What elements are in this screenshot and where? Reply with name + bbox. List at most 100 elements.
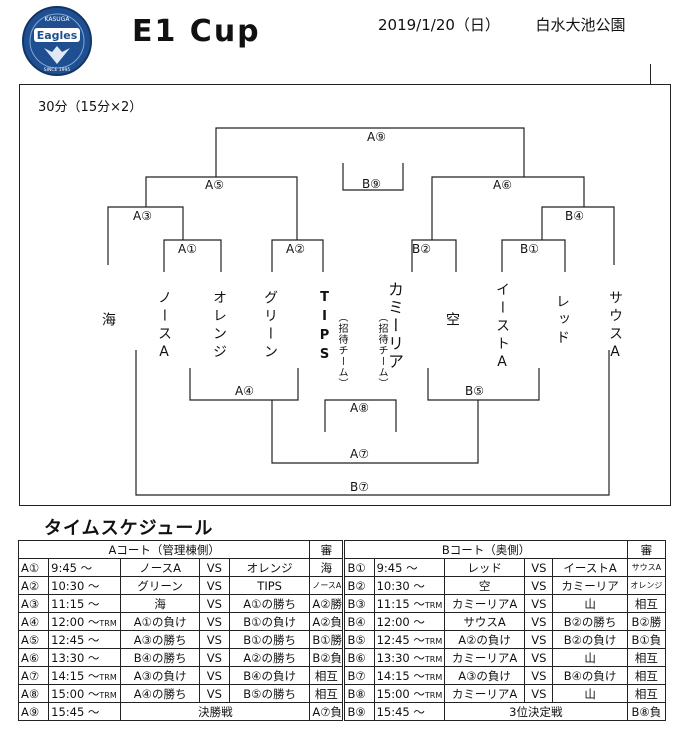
team-1: A①の負け — [120, 612, 200, 631]
team-tips: TIPS — [317, 290, 332, 366]
team-1: ノースA — [120, 558, 200, 577]
referee: 相互 — [626, 648, 667, 667]
match-id: A⑥ — [17, 648, 50, 667]
match-time: 12:00 〜TRM — [48, 612, 122, 631]
vs-label: VS — [524, 576, 554, 595]
bracket-label-b9: B⑨ — [362, 177, 381, 191]
time-value: 14:15 〜 — [51, 668, 100, 683]
time-value: 15:00 〜 — [51, 686, 100, 701]
svg-text:KASUGA: KASUGA — [45, 16, 71, 23]
referee: オレンジ — [626, 576, 667, 595]
match-time: 14:15 〜TRM — [373, 666, 445, 685]
court-b-header: Bコート（奥側） — [342, 540, 628, 559]
team-2: A②の勝ち — [228, 648, 311, 667]
match-time: 9:45 〜 — [48, 558, 122, 577]
match-time: 15:00 〜TRM — [48, 684, 122, 703]
time-value: 9:45 〜 — [376, 560, 418, 575]
time-value: 9:45 〜 — [51, 560, 93, 575]
referee: B①負 — [626, 630, 667, 649]
team-2: カミーリア — [552, 576, 628, 595]
referee: 相互 — [626, 684, 667, 703]
schedule-header-row: Aコート（管理棟側） 審 Bコート（奥側） 審 — [17, 540, 667, 559]
team-green: グリーン — [262, 290, 278, 362]
page-title: E1 Cup — [132, 14, 261, 49]
team-1: サウスA — [443, 612, 526, 631]
match-id: B⑧ — [342, 684, 375, 703]
match-id: A④ — [17, 612, 50, 631]
time-value: 15:00 〜 — [376, 686, 425, 701]
team-2: 山 — [552, 648, 628, 667]
team-north-a: ノースA — [156, 290, 172, 364]
team-2: B①の勝ち — [228, 630, 311, 649]
court-a-header: Aコート（管理棟側） — [17, 540, 311, 559]
bracket-label-a2: A② — [286, 242, 305, 256]
team-2: B①の負け — [228, 612, 311, 631]
vs-label: VS — [198, 666, 230, 685]
team-1: A③の負け — [120, 666, 200, 685]
bracket-label-b4: B④ — [565, 209, 584, 223]
referee: A②勝 — [309, 594, 345, 613]
team-2: B④の負け — [228, 666, 311, 685]
bracket-label-a5: A⑤ — [205, 178, 224, 192]
team-1: カミーリアA — [443, 594, 526, 613]
team-1: A④の勝ち — [120, 684, 200, 703]
team-camiria: カミーリア — [385, 281, 404, 371]
team-umi: 海 — [100, 312, 116, 330]
team-2: A①の勝ち — [228, 594, 311, 613]
team-1: カミーリアA — [443, 684, 526, 703]
time-value: 13:30 〜 — [376, 650, 425, 665]
bracket-label-a8: A⑧ — [350, 401, 369, 415]
team-2: 山 — [552, 594, 628, 613]
team-logo: KASUGA Eagles SINCE 1995 — [22, 6, 92, 76]
team-2: オレンジ — [228, 558, 311, 577]
date-location: 2019/1/20（日） 白水大池公園 — [378, 14, 626, 35]
match-id: A③ — [17, 594, 50, 613]
vs-label: VS — [524, 648, 554, 667]
time-value: 10:30 〜 — [376, 578, 425, 593]
match-id: A② — [17, 576, 50, 595]
match-time: 15:45 〜 — [373, 702, 445, 721]
time-value: 15:45 〜 — [376, 704, 425, 719]
referee: 相互 — [309, 666, 345, 685]
referee: ノースA — [309, 576, 345, 595]
referee: A②負 — [309, 612, 345, 631]
schedule-title: タイムスケジュール — [44, 518, 214, 539]
match-time: 14:15 〜TRM — [48, 666, 122, 685]
team-1: A③の勝ち — [120, 630, 200, 649]
vs-label: VS — [198, 558, 230, 577]
match-time: 13:30 〜TRM — [373, 648, 445, 667]
referee: 相互 — [626, 666, 667, 685]
match-id: A⑧ — [17, 684, 50, 703]
vs-label: VS — [524, 630, 554, 649]
bracket-label-a4: A④ — [235, 384, 254, 398]
tournament-bracket — [107, 127, 615, 496]
team-2: B②の勝ち — [552, 612, 628, 631]
bracket-label-b1: B① — [520, 242, 539, 256]
referee: サウスA — [626, 558, 667, 577]
trm-marker: TRM — [99, 618, 117, 628]
bracket-label-a9: A⑨ — [367, 130, 386, 144]
team-1: A③の負け — [443, 666, 526, 685]
vs-label: VS — [198, 576, 230, 595]
match-id: A⑦ — [17, 666, 50, 685]
time-value: 12:00 〜 — [51, 614, 100, 629]
time-value: 12:45 〜 — [376, 632, 425, 647]
referee: 相互 — [626, 594, 667, 613]
divider — [650, 64, 651, 84]
match-id: A⑤ — [17, 630, 50, 649]
vs-label: VS — [524, 558, 554, 577]
referee: A⑦負 — [309, 702, 345, 721]
match-time: 12:45 〜TRM — [373, 630, 445, 649]
bracket-label-a3: A③ — [133, 209, 152, 223]
team-east-a: イーストA — [494, 282, 510, 374]
referee: B②負 — [309, 648, 345, 667]
trm-marker: TRM — [99, 672, 117, 682]
team-2: B⑤の勝ち — [228, 684, 311, 703]
team-sora: 空 — [444, 312, 460, 330]
team-2: B②の負け — [552, 630, 628, 649]
